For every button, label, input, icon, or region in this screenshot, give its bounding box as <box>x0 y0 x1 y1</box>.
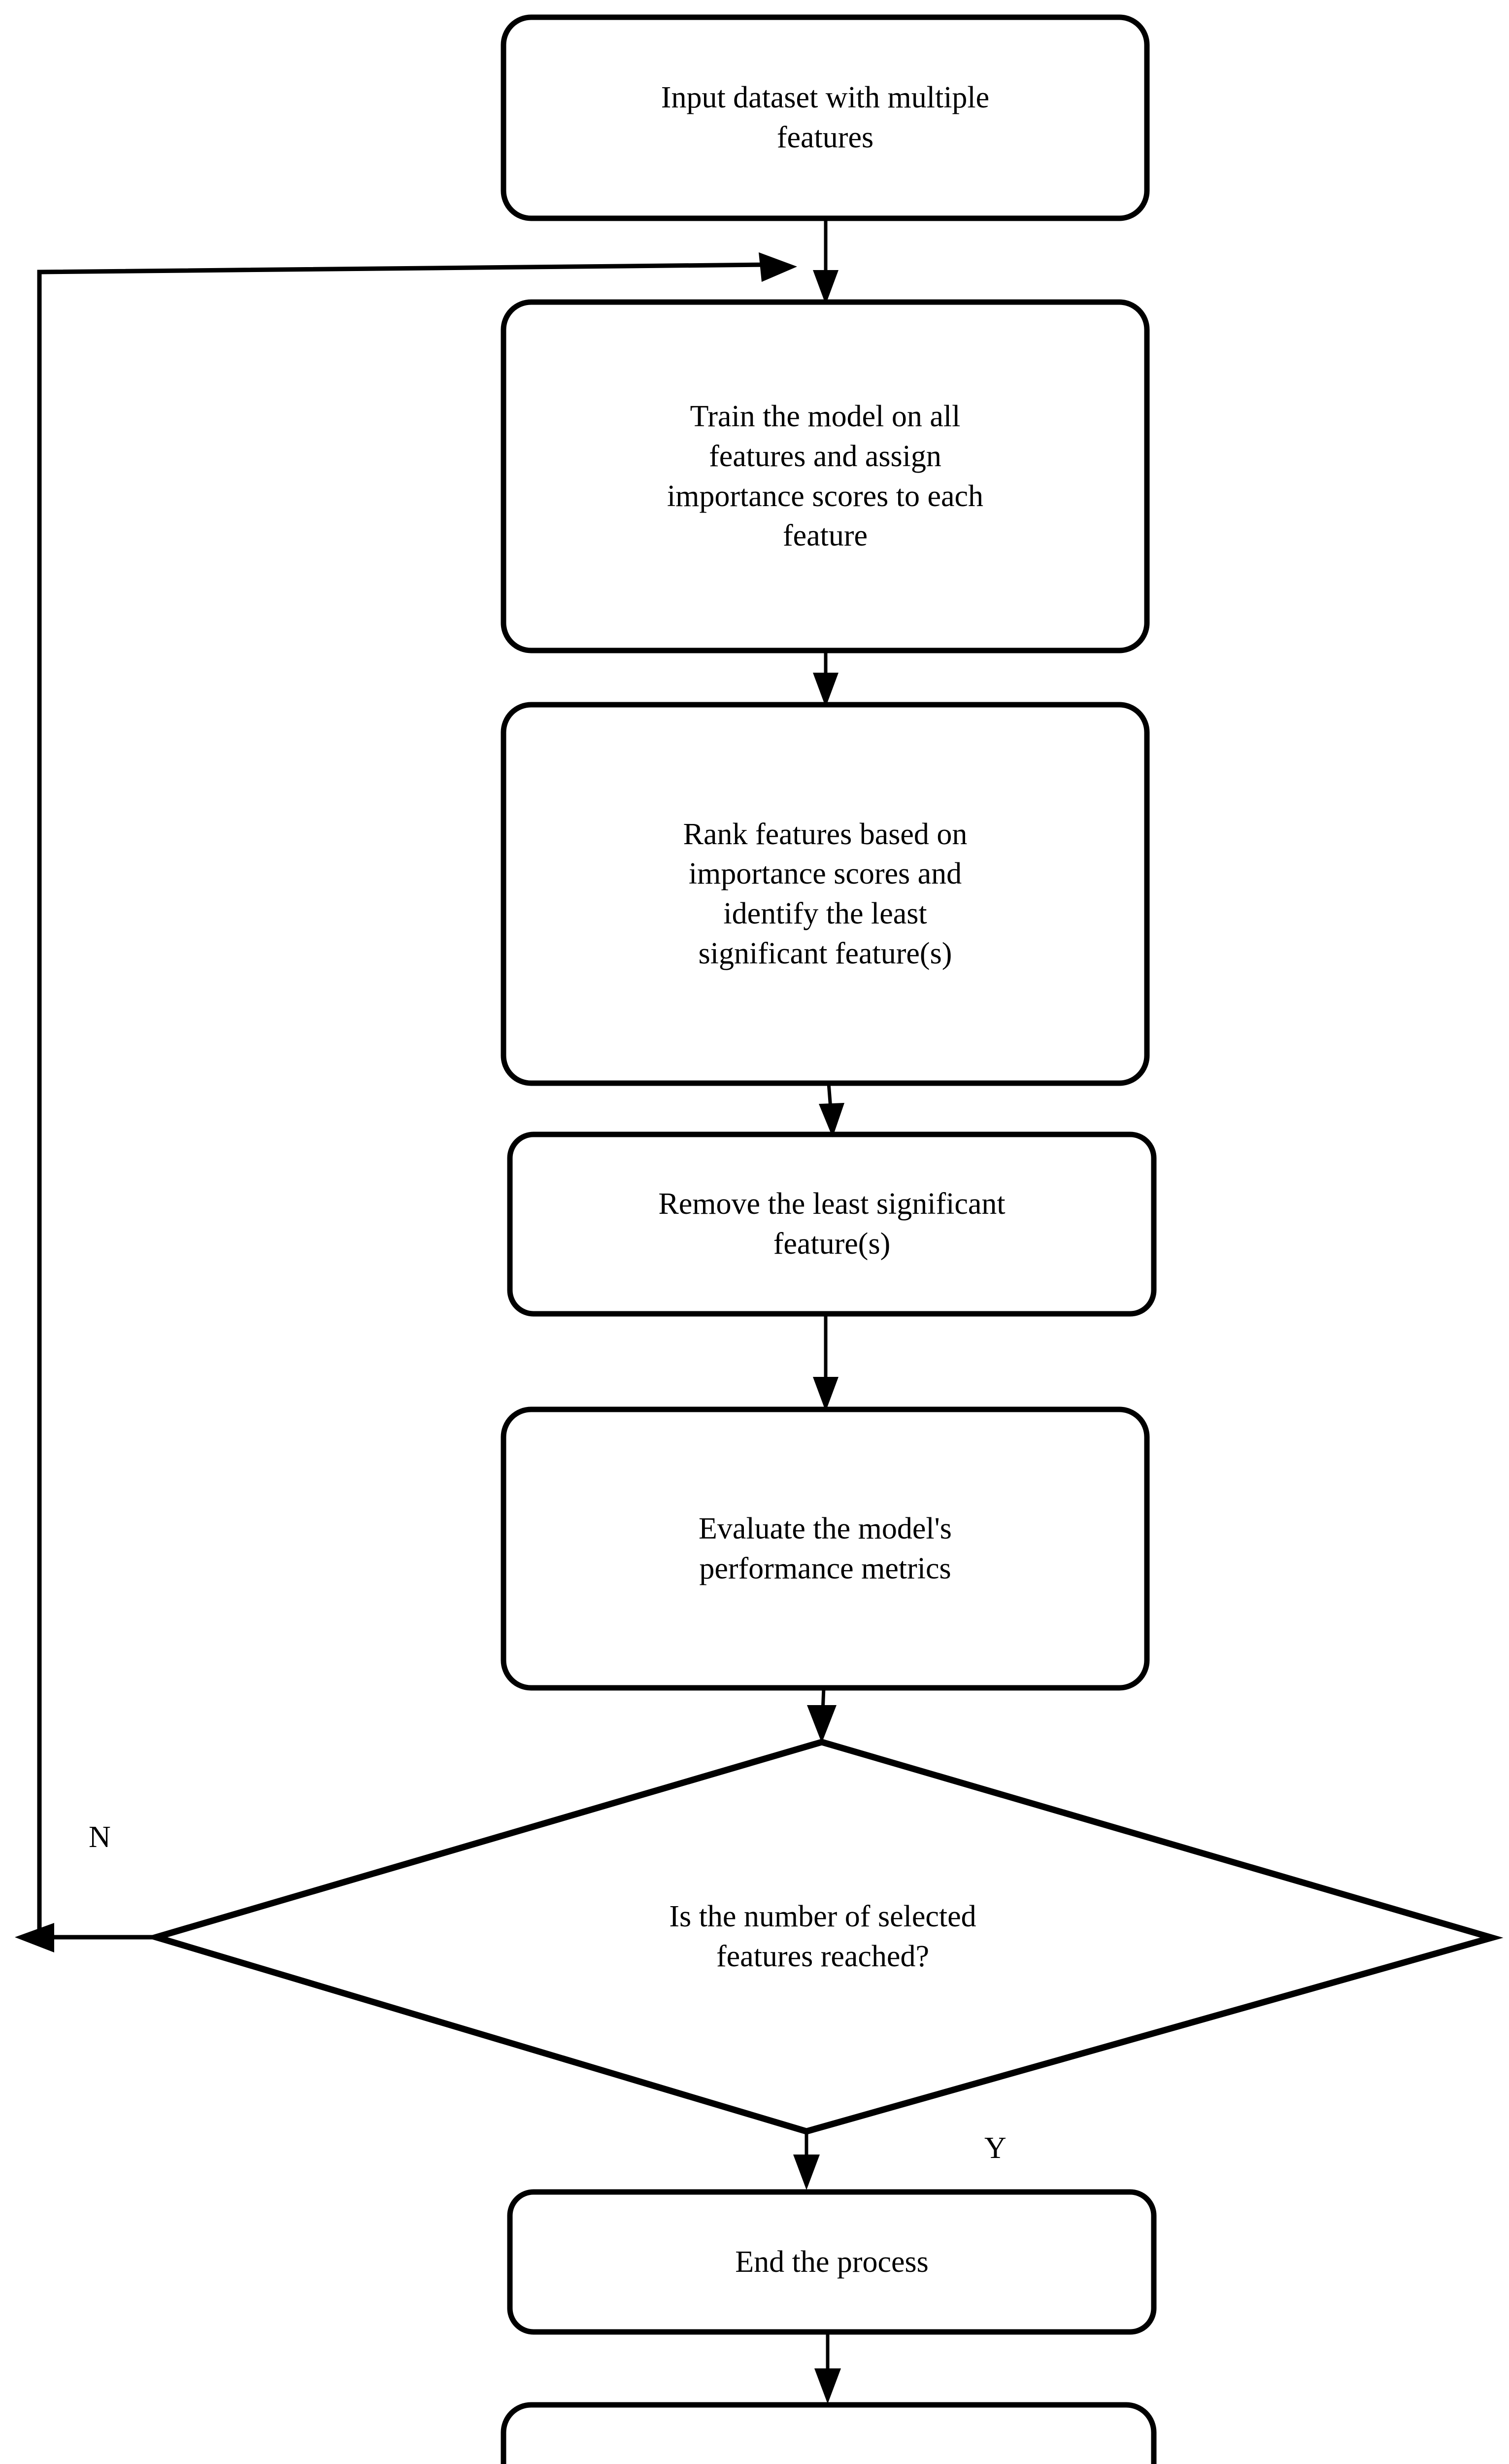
edge-end-to-output <box>814 2332 841 2404</box>
edge-decision-yes <box>793 2131 820 2190</box>
node-shape-output-subset[interactable] <box>501 2402 1157 2464</box>
edge-evaluate-to-decision <box>807 1687 837 1743</box>
node-shape-train-model[interactable] <box>501 299 1150 653</box>
arrow-head-icon <box>813 1377 838 1411</box>
arrow-head-icon <box>814 2368 841 2404</box>
arrow-head-icon <box>807 1705 837 1743</box>
edge-rank-to-remove <box>819 1083 844 1137</box>
edge-train-to-rank <box>813 650 838 707</box>
branch-label-no: N <box>89 1820 111 1854</box>
node-shape-end-process[interactable] <box>507 2189 1157 2335</box>
branch-label-yes: Y <box>984 2131 1006 2165</box>
arrow-head-icon <box>813 270 838 305</box>
node-shape-rank-features[interactable] <box>501 702 1150 1086</box>
node-shape-decision-features-reached[interactable] <box>145 1739 1504 2135</box>
node-shape-evaluate-performance[interactable] <box>501 1406 1150 1691</box>
edge-decision-no-loop <box>15 252 797 1952</box>
edge-input-to-train <box>813 218 838 305</box>
arrow-head-icon <box>819 1103 844 1137</box>
arrow-head-icon <box>813 673 838 707</box>
arrow-head-left-icon <box>15 1923 54 1952</box>
arrow-head-right-icon <box>759 252 797 282</box>
edge-remove-to-evaluate <box>813 1314 838 1411</box>
arrow-head-icon <box>793 2155 820 2190</box>
node-shape-remove-least-significant[interactable] <box>507 1131 1157 1317</box>
node-shape-input-dataset[interactable] <box>501 14 1150 221</box>
